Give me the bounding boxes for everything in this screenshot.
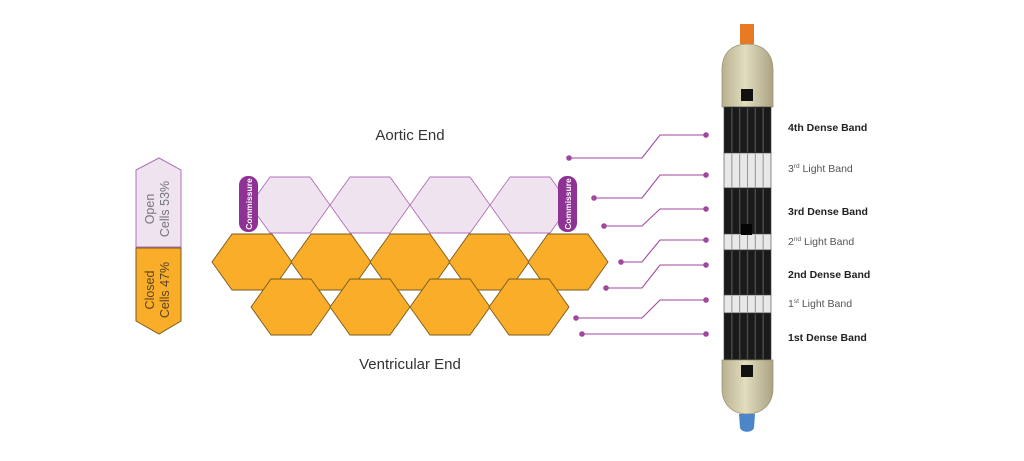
- connector-dot: [603, 285, 609, 291]
- open-cell: [249, 176, 331, 234]
- connector-dot: [703, 262, 709, 268]
- connector-line: [621, 239, 706, 263]
- bottom-tip: [739, 414, 755, 432]
- band-number: 1st: [788, 332, 804, 344]
- band-name: Light Band: [800, 163, 853, 175]
- band-name: Dense Band: [803, 332, 867, 344]
- light-band-label: 2nd Light Band: [788, 236, 854, 248]
- connector-dot: [601, 223, 607, 229]
- aortic-end-label: Aortic End: [375, 127, 444, 144]
- band-name: Dense Band: [807, 269, 871, 281]
- open-cell: [329, 176, 411, 234]
- dense-band-label: 1st Dense Band: [788, 332, 867, 344]
- closed-cells-label-line2: Cells 47%: [158, 262, 172, 318]
- commissure-right-label: Commissure: [563, 178, 573, 230]
- band-number-suffix: rd: [794, 163, 800, 170]
- connector-dot: [703, 331, 709, 337]
- open-cells-label-line1: Open: [143, 194, 157, 225]
- connector-dot: [703, 172, 709, 178]
- connector-line: [604, 208, 706, 227]
- ventricular-end-label: Ventricular End: [359, 356, 461, 373]
- closed-cell: [488, 278, 570, 336]
- light-band-label: 1st Light Band: [788, 298, 852, 310]
- top-marker: [741, 89, 753, 101]
- open-cell: [409, 176, 491, 234]
- band-number: 3rd: [788, 206, 804, 218]
- connector-line: [569, 134, 706, 159]
- closed-cells-label-line1: Closed: [143, 271, 157, 310]
- top-tip: [740, 24, 754, 44]
- stent-cell-lattice: [211, 176, 609, 336]
- band-number: 3: [788, 163, 794, 175]
- band-number: 2nd: [788, 269, 807, 281]
- band-name: Light Band: [801, 236, 854, 248]
- frame-bands: [723, 106, 772, 361]
- connector-dot: [703, 297, 709, 303]
- band-name: Dense Band: [804, 206, 868, 218]
- open-cells-block: [135, 157, 182, 248]
- connector-line: [576, 299, 706, 319]
- connector-line: [594, 174, 706, 199]
- top-tissue-cap: [721, 43, 774, 108]
- connector-dot: [591, 195, 597, 201]
- connector-dot: [703, 237, 709, 243]
- radiopaque-marker: [741, 224, 752, 235]
- band-number: 2: [788, 236, 794, 248]
- band-name: Dense Band: [804, 122, 868, 134]
- connector-dot: [618, 259, 624, 265]
- connector-dot: [579, 331, 585, 337]
- band-name: Light Band: [799, 298, 852, 310]
- band-connectors: [566, 132, 709, 337]
- band-number-suffix: st: [794, 298, 799, 305]
- connector-line: [606, 264, 706, 289]
- band-number-suffix: nd: [794, 236, 802, 243]
- dense-band-label: 3rd Dense Band: [788, 206, 868, 218]
- bottom-marker: [741, 365, 753, 377]
- dense-band-label: 2nd Dense Band: [788, 269, 870, 281]
- commissure-left: Commissure: [239, 176, 258, 232]
- commissure-right: Commissure: [558, 176, 577, 232]
- connector-dot: [566, 155, 572, 161]
- valve-device: [721, 24, 774, 432]
- cell-ratio-indicator: Open Cells 53% Closed Cells 47%: [135, 157, 182, 335]
- light-band-label: 3rd Light Band: [788, 163, 853, 175]
- closed-cells-block: [135, 247, 182, 335]
- connector-dot: [573, 315, 579, 321]
- band-number: 1: [788, 298, 794, 310]
- open-cells-label-line2: Cells 53%: [158, 181, 172, 237]
- band-number: 4th: [788, 122, 804, 134]
- commissure-left-label: Commissure: [244, 178, 254, 230]
- dense-band-label: 4th Dense Band: [788, 122, 867, 134]
- connector-dot: [703, 132, 709, 138]
- connector-dot: [703, 206, 709, 212]
